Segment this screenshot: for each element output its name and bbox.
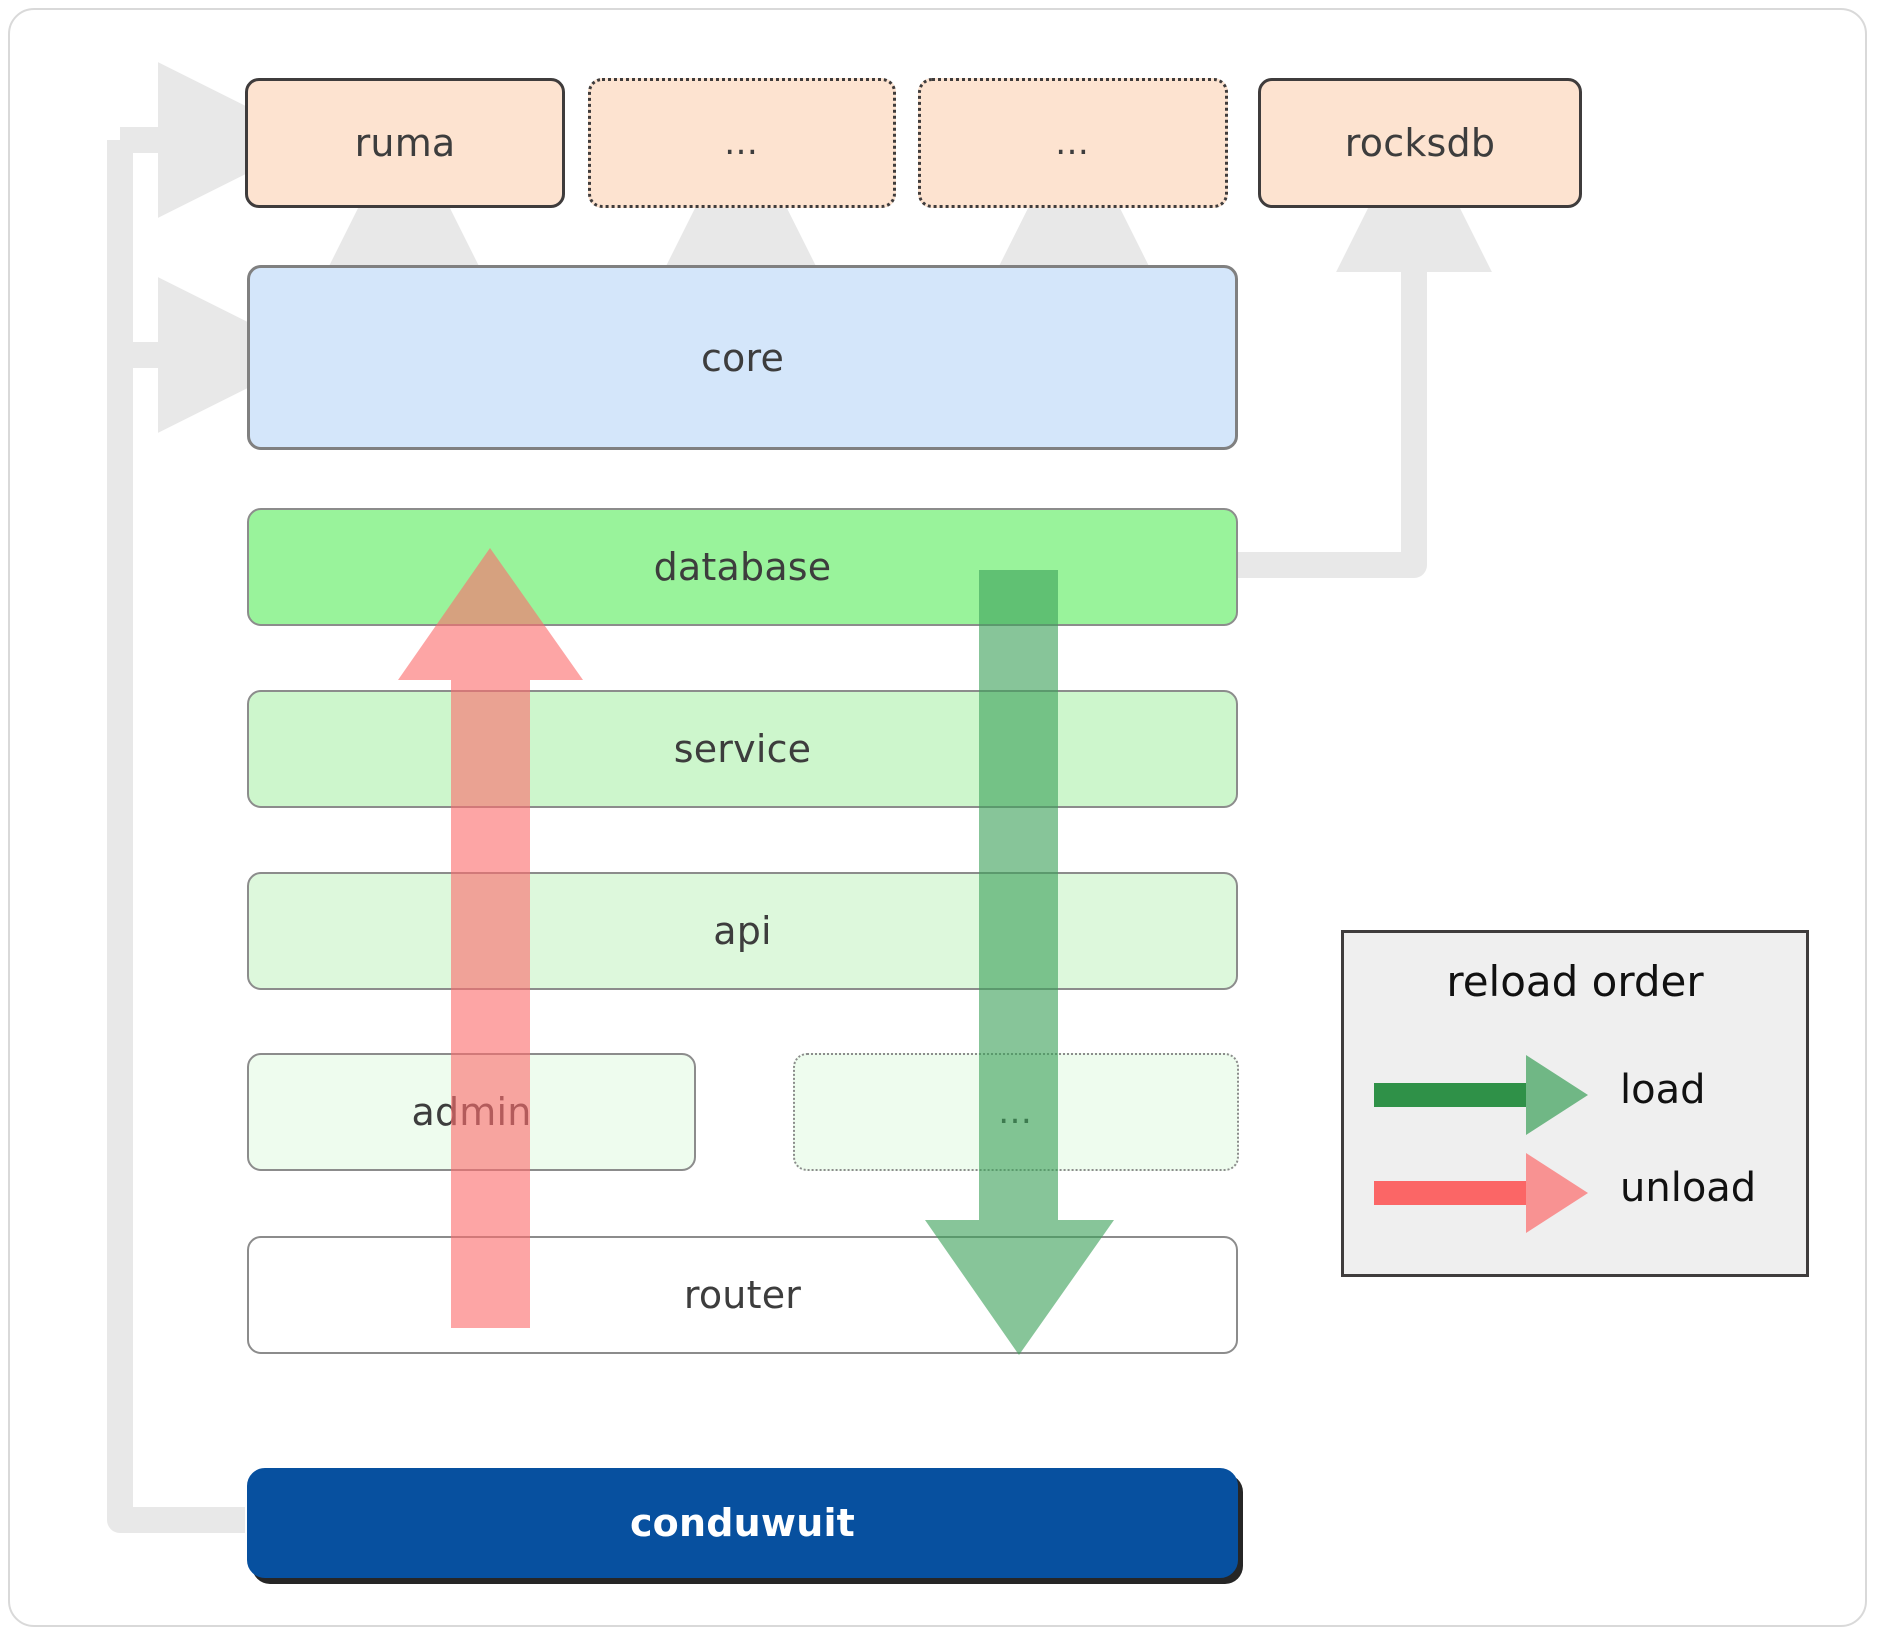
node-rocksdb[interactable]: rocksdb: [1258, 78, 1582, 208]
node-api[interactable]: api: [247, 872, 1238, 990]
node-dots-1[interactable]: …: [588, 78, 896, 208]
node-dots-3-label: …: [998, 1091, 1034, 1132]
node-rocksdb-label: rocksdb: [1344, 121, 1496, 165]
node-service[interactable]: service: [247, 690, 1238, 808]
legend-title: reload order: [1446, 957, 1704, 1006]
node-dots-2[interactable]: …: [918, 78, 1228, 208]
node-api-label: api: [713, 909, 772, 953]
node-service-label: service: [673, 727, 812, 771]
node-ruma-label: ruma: [354, 121, 456, 165]
node-dots-1-label: …: [724, 122, 760, 163]
node-core[interactable]: core: [247, 265, 1238, 450]
legend-unload-arrow-icon: [1374, 1153, 1588, 1233]
node-router[interactable]: router: [247, 1236, 1238, 1354]
node-admin[interactable]: admin: [247, 1053, 696, 1171]
node-admin-label: admin: [411, 1090, 532, 1134]
node-conduwuit-label: conduwuit: [629, 1501, 856, 1545]
legend-label-load: load: [1620, 1067, 1706, 1113]
node-ruma[interactable]: ruma: [245, 78, 565, 208]
legend-panel: reload order load unload: [1341, 930, 1809, 1277]
node-database[interactable]: database: [247, 508, 1238, 626]
node-database-label: database: [653, 545, 832, 589]
node-dots-3[interactable]: …: [793, 1053, 1239, 1171]
node-conduwuit[interactable]: conduwuit: [247, 1468, 1238, 1578]
diagram-card: [8, 8, 1867, 1627]
legend-load-arrow-icon: [1374, 1055, 1588, 1135]
legend-label-unload: unload: [1620, 1165, 1757, 1211]
node-router-label: router: [683, 1273, 802, 1317]
legend-arrow-icons: [1374, 1055, 1588, 1233]
node-dots-2-label: …: [1055, 122, 1091, 163]
node-core-label: core: [700, 335, 785, 380]
